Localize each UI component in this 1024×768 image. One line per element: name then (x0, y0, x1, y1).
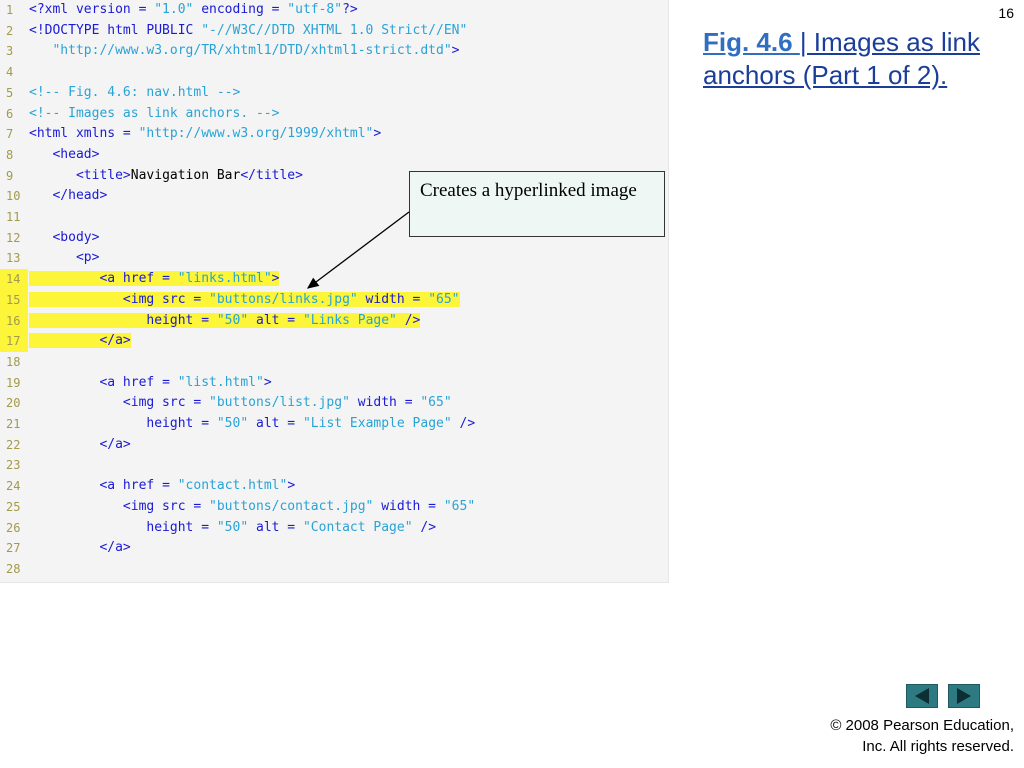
slide-number: 16 (998, 5, 1014, 21)
line-number: 17 (0, 331, 28, 352)
code-text: <a href = "links.html"> (29, 269, 280, 290)
line-number: 6 (6, 106, 14, 121)
code-text: <?xml version = "1.0" encoding = "utf-8"… (29, 2, 358, 17)
next-slide-button[interactable] (948, 684, 980, 708)
code-text: "http://www.w3.org/TR/xhtml1/DTD/xhtml1-… (52, 43, 460, 59)
line-number: 11 (6, 210, 21, 224)
copyright-line-2: Inc. All rights reserved. (862, 738, 1014, 755)
callout-box: Creates a hyperlinked image (409, 171, 665, 237)
line-number: 7 (6, 127, 14, 142)
line-number: 19 (6, 375, 21, 390)
line-number: 21 (6, 417, 21, 431)
line-number: 2 (6, 23, 14, 38)
triangle-right-icon (957, 688, 971, 704)
code-text: <title>Navigation Bar</title> (75, 167, 303, 183)
code-line: 26 height = "50" alt = "Contact Page" /> (0, 518, 668, 539)
code-line: 2 <!DOCTYPE html PUBLIC "-//W3C//DTD XHTM… (0, 21, 668, 42)
code-line: 6 <!-- Images as link anchors. --> (0, 104, 668, 125)
line-number: 16 (0, 310, 28, 332)
code-line: 25 <img src = "buttons/contact.jpg" widt… (0, 497, 668, 518)
line-number: 14 (0, 269, 28, 290)
code-text: </a> (99, 436, 131, 452)
line-number: 25 (6, 499, 21, 514)
code-line: 19 <a href = "list.html"> (0, 373, 668, 394)
slide-title: Fig. 4.6 | Images as link anchors (Part … (703, 26, 1013, 92)
line-number: 20 (6, 396, 21, 411)
code-line: 17 </a> (0, 331, 668, 352)
figure-link[interactable]: Fig. 4.6 (703, 27, 800, 57)
line-number: 1 (6, 3, 14, 17)
code-line: 10 </head> (0, 186, 668, 207)
code-text: <!-- Images as link anchors. --> (29, 105, 280, 121)
code-line: 8 <head> (0, 145, 668, 166)
code-line: 23 (0, 455, 668, 476)
line-number: 18 (6, 354, 21, 369)
line-number: 13 (6, 251, 21, 266)
code-text: <head> (52, 146, 100, 162)
code-text: <img src = "buttons/links.jpg" width = "… (29, 290, 460, 311)
code-line: 4 (0, 62, 668, 83)
code-text: <!DOCTYPE html PUBLIC "-//W3C//DTD XHTML… (29, 22, 468, 38)
code-text: height = "50" alt = "Links Page" /> (29, 311, 421, 332)
line-number: 12 (6, 230, 21, 245)
line-number: 27 (6, 541, 21, 556)
line-number: 15 (0, 289, 28, 311)
title-text: | Images as link anchors (Part 1 of 2). (703, 27, 980, 90)
line-number: 22 (6, 437, 21, 452)
code-text: <p> (75, 250, 100, 266)
line-number: 3 (6, 44, 14, 59)
code-line: 22 </a> (0, 435, 668, 456)
code-line: 28 (0, 559, 668, 580)
code-text: </a> (29, 331, 131, 352)
code-line: 18 (0, 352, 668, 373)
code-line: 11 (0, 207, 668, 228)
code-line: 9 <title>Navigation Bar</title> (0, 166, 668, 187)
code-text: </head> (52, 188, 108, 204)
line-number: 9 (6, 168, 14, 183)
code-line: 5 <!-- Fig. 4.6: nav.html --> (0, 83, 668, 104)
code-listing: 1 <?xml version = "1.0" encoding = "utf-8… (0, 0, 669, 583)
code-line: 1 <?xml version = "1.0" encoding = "utf-8… (0, 0, 668, 21)
code-text: <a href = "contact.html"> (99, 478, 296, 494)
code-text: <a href = "list.html"> (99, 374, 272, 390)
code-line: 27 </a> (0, 538, 668, 559)
code-line: 14 <a href = "links.html"> (0, 269, 668, 290)
code-line: 13 <p> (0, 248, 668, 269)
code-line: 20 <img src = "buttons/list.jpg" width =… (0, 393, 668, 414)
code-text: height = "50" alt = "List Example Page" … (146, 416, 476, 431)
code-line: 15 <img src = "buttons/links.jpg" width … (0, 289, 668, 311)
code-line: 12 <body> (0, 228, 668, 249)
triangle-left-icon (915, 688, 929, 704)
code-text: <body> (52, 229, 100, 245)
code-text: <!-- Fig. 4.6: nav.html --> (29, 84, 241, 100)
line-number: 10 (6, 189, 21, 204)
copyright-notice: © 2008 Pearson Education, Inc. All right… (754, 715, 1014, 757)
code-line: 24 <a href = "contact.html"> (0, 476, 668, 497)
code-text: <img src = "buttons/contact.jpg" width =… (122, 498, 476, 514)
line-number: 24 (6, 479, 21, 494)
code-text: <img src = "buttons/list.jpg" width = "6… (122, 395, 452, 411)
line-number: 5 (6, 85, 14, 100)
previous-slide-button[interactable] (906, 684, 938, 708)
line-number: 26 (6, 520, 21, 535)
line-number: 23 (6, 458, 21, 473)
code-line: 16 height = "50" alt = "Links Page" /> (0, 310, 668, 332)
code-line: 7 <html xmlns = "http://www.w3.org/1999/x… (0, 124, 668, 145)
copyright-line-1: © 2008 Pearson Education, (830, 717, 1014, 734)
code-line: 3 "http://www.w3.org/TR/xhtml1/DTD/xhtml… (0, 41, 668, 62)
code-line: 21 height = "50" alt = "List Example Pag… (0, 414, 668, 435)
code-text: height = "50" alt = "Contact Page" /> (146, 519, 437, 535)
code-text: <html xmlns = "http://www.w3.org/1999/xh… (29, 126, 382, 142)
line-number: 4 (6, 65, 14, 80)
line-number: 8 (6, 147, 14, 162)
line-number: 28 (6, 561, 21, 576)
code-text: </a> (99, 540, 131, 556)
